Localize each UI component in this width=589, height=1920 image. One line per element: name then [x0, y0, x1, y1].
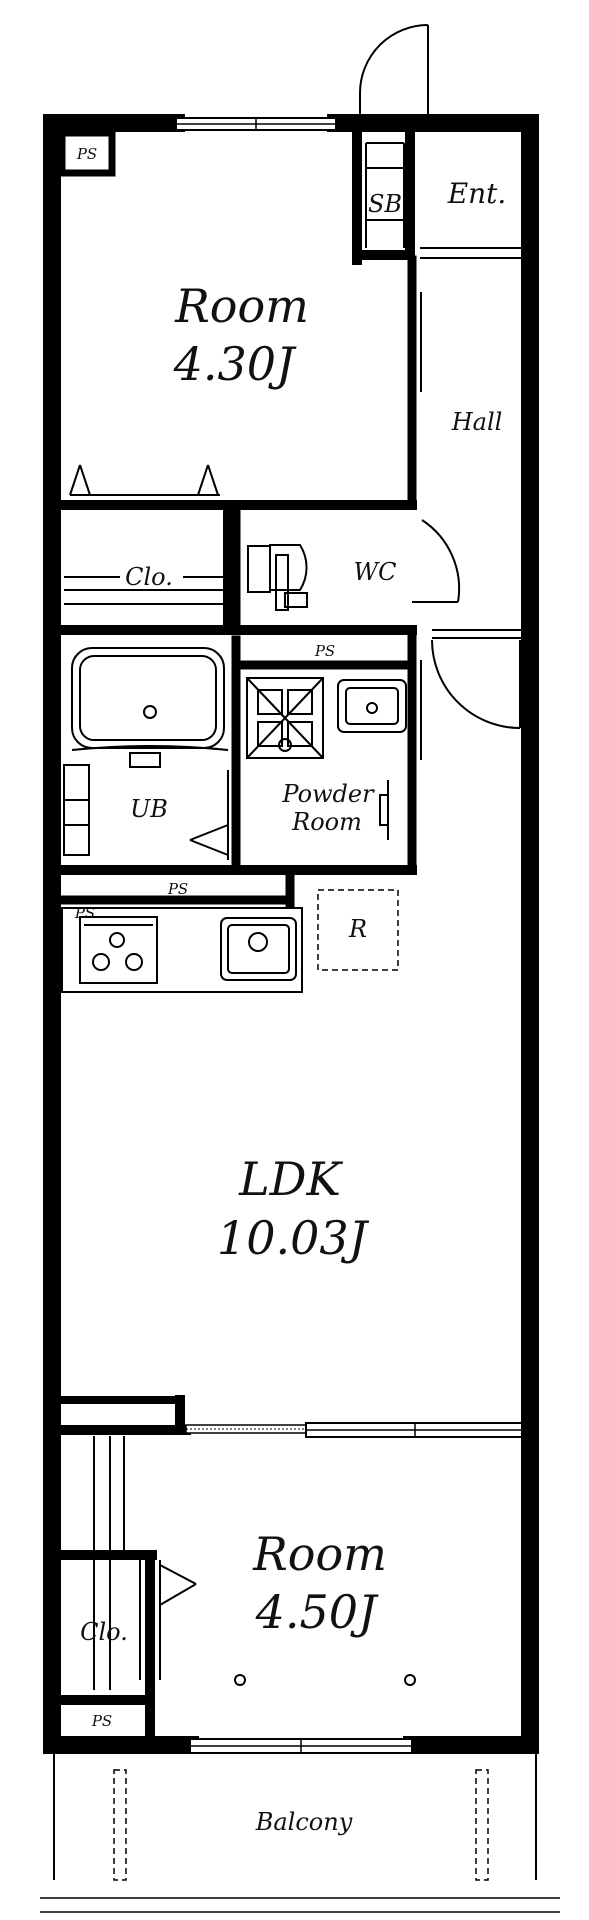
shoe-box-label: SB	[368, 190, 402, 218]
balcony-label: Balcony	[255, 1808, 353, 1836]
outer-walls	[43, 114, 539, 1754]
kitchen	[61, 907, 303, 993]
powder-room-label-2: Room	[291, 808, 362, 836]
powder-room-label-1: Powder	[281, 780, 375, 808]
ps-label-north: PS	[76, 145, 97, 163]
room-south-name: Room	[252, 1527, 387, 1581]
unit-bath-label: UB	[130, 795, 168, 823]
entrance-label: Ent.	[447, 177, 507, 210]
closet-north	[64, 464, 233, 630]
ldk-size: 10.03J	[217, 1211, 370, 1265]
closet-north-label: Clo.	[125, 563, 173, 591]
ps-label-small: PS	[74, 904, 95, 922]
ldk-name: LDK	[238, 1152, 343, 1206]
powder-room	[246, 660, 422, 840]
stove-icon	[79, 916, 158, 984]
ps-label-kitchen: PS	[167, 880, 188, 898]
shoe-box-area	[352, 127, 521, 265]
room-north-name: Room	[174, 279, 309, 333]
room-north-size: 4.30J	[173, 337, 297, 391]
refrigerator-space: R	[317, 889, 399, 971]
ps-label-south: PS	[91, 1712, 112, 1730]
hall-door	[431, 629, 522, 729]
balcony	[40, 1754, 560, 1913]
closet-south-label: Clo.	[80, 1618, 128, 1646]
sink-icon	[220, 917, 297, 981]
ldk-south-wall	[47, 1395, 535, 1438]
washing-machine-icon	[246, 677, 324, 759]
wc-room	[231, 500, 461, 635]
room-south-size: 4.50J	[255, 1585, 379, 1639]
north-window	[175, 117, 337, 131]
hall-label: Hall	[451, 408, 503, 436]
ps-label-mid: PS	[314, 642, 335, 660]
wc-label: WC	[353, 558, 396, 586]
wash-basin-icon	[337, 679, 407, 733]
toilet-icon	[269, 544, 308, 591]
bathtub-icon	[71, 647, 225, 749]
south-window	[189, 1738, 413, 1754]
refrigerator-label: R	[348, 915, 367, 943]
unit-bath	[63, 635, 241, 875]
closet-south: PS	[57, 1436, 416, 1740]
entrance-door	[359, 24, 429, 116]
ps-box-north: PS	[58, 129, 116, 177]
